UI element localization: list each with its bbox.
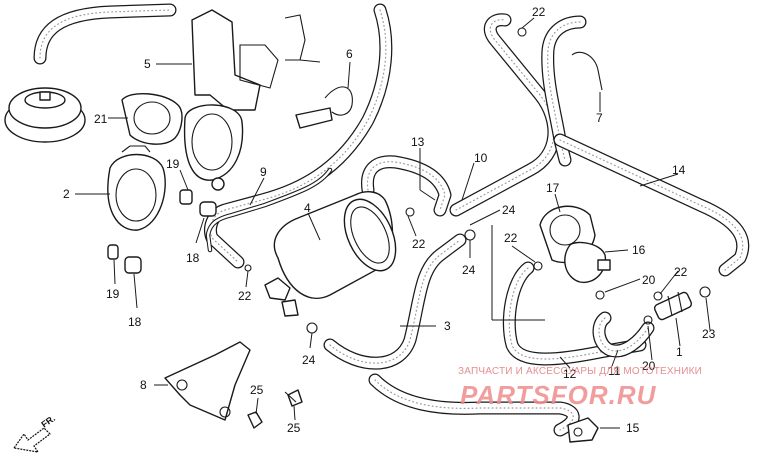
callout-9: 9 [260,165,267,179]
filter-1 [653,291,693,321]
hose-top-right [541,15,587,167]
callout-24-low: 24 [302,353,316,367]
callout-8: 8 [140,378,147,392]
bracket-5 [191,9,321,111]
hose-lower-loop [323,233,467,370]
thin-line-9 [205,167,333,253]
front-arrow-icon [12,427,51,453]
callout-4: 4 [304,201,311,215]
callout-1: 1 [676,345,683,359]
callout-16: 16 [632,243,646,257]
grommets [107,189,217,274]
watermark-tagline: ЗАПЧАСТИ И АКСЕССУАРЫ ДЛЯ МОТОТЕХНИКИ [458,366,702,377]
callout-22-top: 22 [532,5,546,19]
callout-24-mid: 24 [462,263,476,277]
callout-17: 17 [546,181,560,195]
hose-bottom [368,373,580,437]
front-direction-marker: FR. [12,413,57,453]
callout-22-mid: 22 [412,237,426,251]
clip-15 [567,417,599,443]
valve-16 [539,205,611,284]
callout-22-right: 22 [674,265,688,279]
callout-10: 10 [474,151,488,165]
fuel-pump-4 [264,191,397,317]
bracket-8 [164,341,251,421]
watermark: ЗАПЧАСТИ И АКСЕССУАРЫ ДЛЯ МОТОТЕХНИКИ PA… [458,366,702,410]
hose-group [33,3,750,437]
clamp-2 [107,145,166,231]
callout-12: 12 [563,367,577,381]
callout-19-lower: 19 [106,287,120,301]
callout-14: 14 [672,163,686,177]
callout-2: 2 [63,187,70,201]
callout-11: 11 [608,364,621,378]
callout-20-upper: 20 [642,273,656,287]
clip-6 [295,86,353,129]
hose-3 [204,3,393,269]
callout-3: 3 [444,319,451,333]
callout-20-lower: 20 [642,359,656,373]
callout-19-upper: 19 [166,157,180,171]
callout-7: 7 [596,111,603,125]
callout-labels: 1 2 3 4 5 6 7 8 9 10 11 12 13 14 15 16 1… [63,5,716,435]
leader-lines [75,17,711,429]
callout-23: 23 [702,327,716,341]
fuel-cap [4,87,86,143]
hose-11 [592,311,655,358]
callout-18-lower: 18 [128,315,142,329]
clamp-21 [121,92,183,145]
callout-25-lower: 25 [287,421,301,435]
hose-10 [449,13,561,217]
callout-18-upper: 18 [186,251,200,265]
hose-12 [502,261,647,366]
callout-21: 21 [94,112,108,126]
callout-15: 15 [626,421,640,435]
hose-13 [360,155,452,217]
callout-25-upper: 25 [250,383,264,397]
callout-22-valve: 22 [504,231,518,245]
bolts-25 [247,389,303,429]
pump-mount-ring [183,104,244,191]
front-label: FR. [39,413,57,430]
callout-22-left: 22 [238,289,252,303]
callout-13: 13 [411,135,425,149]
callout-5: 5 [144,57,151,71]
hose-top-left [33,3,177,65]
callout-6: 6 [346,47,353,61]
watermark-logo: PARTSFOR.RU [460,380,657,410]
callout-24-top: 24 [502,203,516,217]
hose-14 [553,133,750,277]
